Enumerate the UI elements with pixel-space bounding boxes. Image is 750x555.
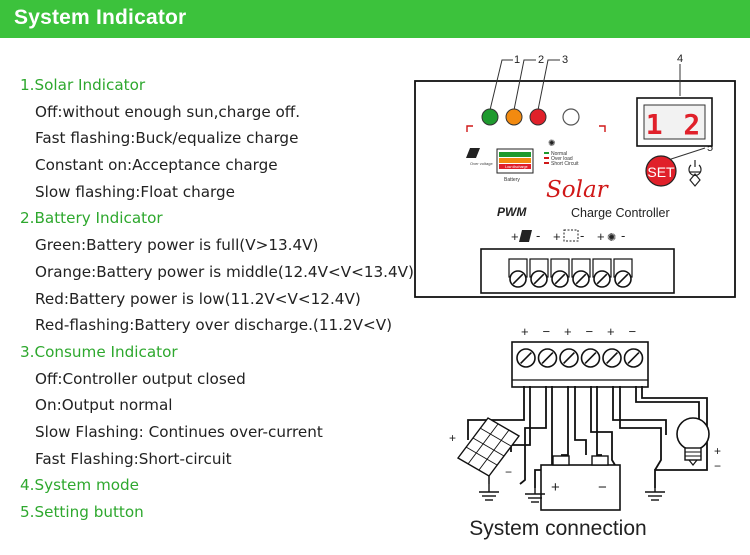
pv-icon xyxy=(519,230,532,242)
svg-text:-: - xyxy=(536,228,540,243)
screw-slot xyxy=(541,352,554,364)
callout-2: 2 xyxy=(538,54,544,66)
screw-slot xyxy=(563,352,575,364)
svg-text:+: + xyxy=(511,229,519,244)
list-item: Slow Flashing: Continues over-current xyxy=(35,422,323,441)
red-led xyxy=(529,108,547,126)
callout-4: 4 xyxy=(677,53,683,65)
section-title: 2.Battery Indicator xyxy=(20,209,163,228)
callout-3: 3 xyxy=(562,54,568,66)
ground-icons xyxy=(479,484,665,503)
diagram-title: System connection xyxy=(469,517,646,540)
load-led xyxy=(562,108,580,126)
battery-plus: + xyxy=(551,479,560,496)
terminal-symbols: + - + - + ✺ - xyxy=(511,228,625,244)
screw-slot xyxy=(512,273,524,285)
list-item: Constant on:Acceptance charge xyxy=(35,156,278,175)
svg-text:-: - xyxy=(580,228,584,243)
battery-minus: − xyxy=(598,479,607,496)
low-discharge-label: Low discharge xyxy=(505,165,528,169)
battery-icon xyxy=(540,455,621,511)
screw-slot xyxy=(617,273,629,285)
green-led xyxy=(481,108,499,126)
section-title: 5.Setting button xyxy=(20,503,144,521)
solar-panel-icon xyxy=(466,148,480,158)
diagram-screws xyxy=(516,348,644,368)
legend-short: Short Circuit xyxy=(551,161,579,167)
list-item: Off:Controller output closed xyxy=(35,369,246,388)
power-icon xyxy=(688,160,702,187)
terminal-polarity: +−+−+− xyxy=(521,324,636,339)
load-bulb-icon: ✺ xyxy=(548,138,556,148)
brand-label: Solar xyxy=(546,177,610,203)
screw-slot xyxy=(596,273,608,285)
legend-normal: Normal xyxy=(551,151,567,157)
polarity-label: − xyxy=(586,324,594,339)
set-button-label: SET xyxy=(647,164,675,180)
page-title: System Indicator xyxy=(14,6,187,29)
screw-slot xyxy=(533,273,545,285)
screw-slot xyxy=(606,352,618,364)
callout-leaders xyxy=(489,59,706,162)
section-title: 3.Consume Indicator xyxy=(20,342,178,361)
screw-slot xyxy=(575,273,587,285)
battery-label: Battery xyxy=(504,177,520,183)
svg-text:+: + xyxy=(553,229,561,244)
svg-text:+: + xyxy=(597,229,605,244)
panel-screws xyxy=(508,258,633,288)
screw-slot xyxy=(584,352,597,364)
load-minus: − xyxy=(714,459,721,473)
svg-text:-: - xyxy=(621,228,625,243)
polarity-label: + xyxy=(607,324,615,339)
list-item: Fast Flashing:Short-circuit xyxy=(35,449,232,468)
list-item: Orange:Battery power is middle(12.4V<V<1… xyxy=(35,262,414,281)
bulb-symbol-icon: ✺ xyxy=(607,232,616,244)
status-icons: Over voltage Battery Low discharge ✺ Nor… xyxy=(466,125,606,183)
callout-5: 5 xyxy=(707,142,713,154)
polarity-label: − xyxy=(543,324,551,339)
polarity-label: − xyxy=(629,324,637,339)
digital-display: 1 2 xyxy=(646,108,703,141)
indicator-list: 1.Solar Indicator Off:without enough sun… xyxy=(20,72,415,526)
pwm-label: PWM xyxy=(497,205,527,219)
section-title: 1.Solar Indicator xyxy=(20,76,146,94)
screw-slot xyxy=(520,352,532,364)
product-label: Charge Controller xyxy=(571,206,670,220)
load-plus: + xyxy=(714,444,721,458)
polarity-label: + xyxy=(521,324,529,339)
list-item: Green:Battery power is full(V>13.4V) xyxy=(35,236,319,255)
solar-panel-icon xyxy=(456,417,521,484)
list-item: Red-flashing:Battery over discharge.(11.… xyxy=(35,316,393,335)
set-button[interactable] xyxy=(645,155,677,187)
list-item: Off:without enough sun,charge off. xyxy=(35,102,301,121)
pv-minus: − xyxy=(505,465,512,479)
orange-led xyxy=(505,108,523,126)
list-item: On:Output normal xyxy=(35,396,173,415)
over-voltage-label: Over voltage xyxy=(470,161,493,166)
list-item: Fast flashing:Buck/equalize charge xyxy=(35,129,299,148)
polarity-label: + xyxy=(564,324,572,339)
callout-1: 1 xyxy=(514,54,520,66)
screw-slot xyxy=(554,273,566,285)
section-title: 4.System mode xyxy=(20,476,140,495)
pv-plus: + xyxy=(449,431,456,445)
battery-symbol-icon xyxy=(563,229,579,242)
list-item: Red:Battery power is low(11.2V<V<12.4V) xyxy=(35,289,361,308)
screw-slot xyxy=(627,352,640,364)
list-item: Slow flashing:Float charge xyxy=(35,182,235,201)
lamp-icon xyxy=(676,417,710,466)
header-bar: System Indicator xyxy=(0,0,750,38)
legend-overload: Over load xyxy=(551,156,573,162)
